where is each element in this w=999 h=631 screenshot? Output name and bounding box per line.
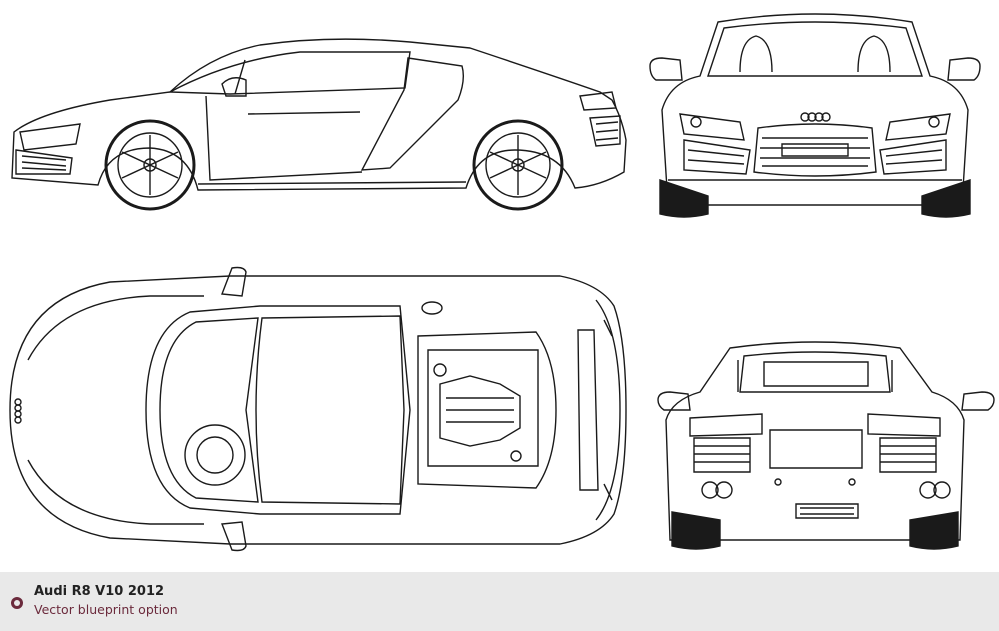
caption-bar — [0, 572, 999, 631]
front-view — [650, 14, 980, 217]
caption-title: Audi R8 V10 2012 — [34, 584, 165, 599]
top-view — [10, 268, 626, 551]
caption-subtitle: Vector blueprint option — [34, 602, 178, 617]
radio-bullet-icon[interactable] — [10, 596, 24, 610]
side-view — [12, 39, 626, 209]
blueprint-canvas — [0, 0, 999, 572]
rear-view — [658, 342, 994, 549]
